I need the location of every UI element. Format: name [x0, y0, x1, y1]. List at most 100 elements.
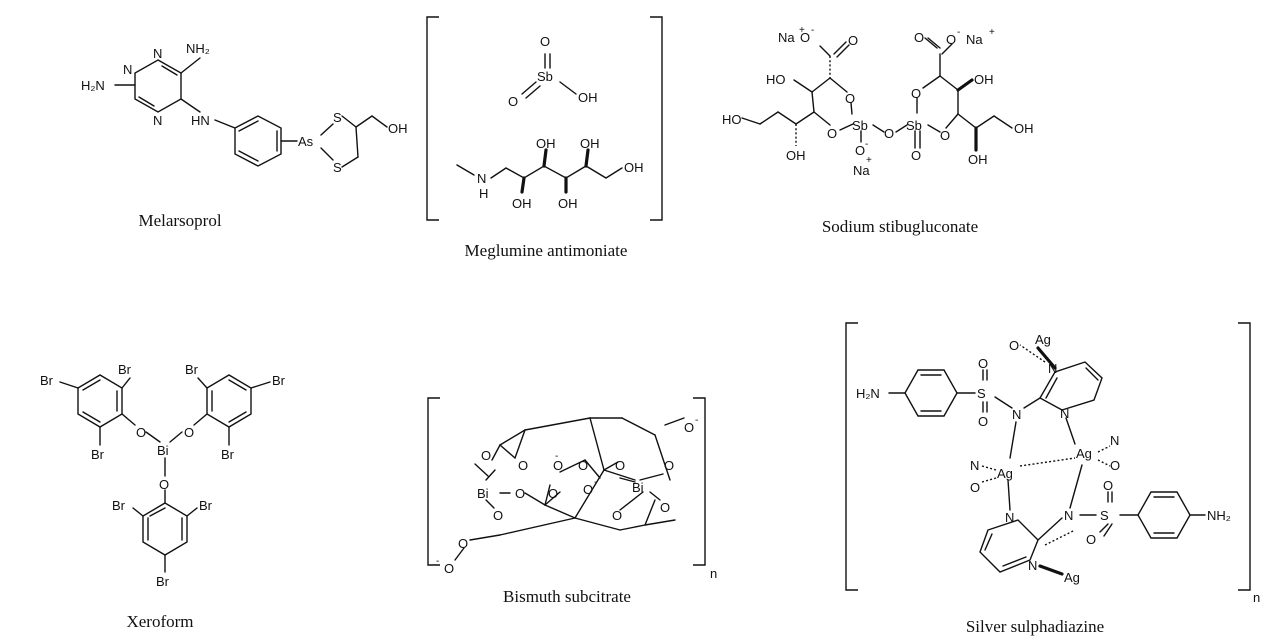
bromine-label: Br [185, 362, 199, 377]
antimony-label: Sb [906, 118, 922, 133]
oxygen-label: O [978, 414, 988, 429]
sodium-label: Na [966, 32, 983, 47]
meglumine-antimoniate-structure: O Sb O OH N H OH OH OH OH OH Meglumine a… [426, 16, 663, 260]
charge-minus: - [957, 27, 960, 38]
oxygen-label: O [884, 126, 894, 141]
bromine-label: Br [118, 362, 132, 377]
oxygen-label: O [848, 33, 858, 48]
nitrogen-label: N [153, 46, 162, 61]
bismuth-subcitrate-structure: O - O O Bi O O O - O O O - O Bi O O O O … [427, 397, 717, 606]
hydroxyl-label: OH [968, 152, 988, 167]
compound-name-xeroform: Xeroform [126, 612, 193, 631]
oxygen-label: O [518, 458, 528, 473]
bromine-label: Br [40, 373, 54, 388]
hydroxyl-label: OH [388, 121, 408, 136]
hydroxyl-label: OH [558, 196, 578, 211]
oxygen-label: O [684, 420, 694, 435]
oxygen-label: O [800, 30, 810, 45]
amine-label: H₂N [81, 78, 105, 93]
hydroxyl-label: HO [766, 72, 786, 87]
compound-name-meglumine-antimoniate: Meglumine antimoniate [465, 241, 628, 260]
oxygen-label: O [978, 356, 988, 371]
nitrogen-label: N [477, 171, 486, 186]
oxygen-label: O [827, 126, 837, 141]
nitrogen-label: N [1060, 406, 1069, 421]
nitrogen-label: N [1064, 508, 1073, 523]
charge-plus: + [866, 155, 872, 166]
oxygen-label: O [481, 448, 491, 463]
oxygen-label: O [1009, 338, 1019, 353]
sodium-label: Na [853, 163, 870, 178]
amine-label: NH₂ [1207, 508, 1231, 523]
hydroxyl-label: OH [580, 136, 600, 151]
nitrogen-label: N [970, 458, 979, 473]
nitrogen-label: N [123, 62, 132, 77]
sodium-stibugluconate-structure: Na + O - O HO O O Sb O - + Na O Sb O O O… [722, 25, 1034, 236]
oxygen-label: O [136, 425, 146, 440]
hydrogen-label: H [479, 186, 488, 201]
hydroxyl-label: OH [1014, 121, 1034, 136]
antimony-label: Sb [537, 69, 553, 84]
silver-label: Ag [1035, 332, 1051, 347]
sulfur-label: S [977, 386, 986, 401]
oxygen-label: O [664, 458, 674, 473]
bromine-label: Br [112, 498, 126, 513]
oxygen-label: O [515, 486, 525, 501]
charge-minus: - [594, 477, 597, 488]
bromine-label: Br [272, 373, 286, 388]
silver-label: Ag [1064, 570, 1080, 585]
oxygen-label: O [578, 458, 588, 473]
bromine-label: Br [91, 447, 105, 462]
hydroxyl-label: OH [624, 160, 644, 175]
sulfur-label: S [333, 160, 342, 175]
bromine-label: Br [199, 498, 213, 513]
silver-label: Ag [1076, 446, 1092, 461]
oxygen-label: O [615, 458, 625, 473]
oxygen-label: O [159, 477, 169, 492]
arsenic-label: As [298, 134, 314, 149]
charge-minus: - [436, 556, 439, 567]
hydroxyl-label: OH [974, 72, 994, 87]
oxygen-label: O [914, 30, 924, 45]
hydroxyl-label: OH [786, 148, 806, 163]
oxygen-label: O [970, 480, 980, 495]
oxygen-label: O [660, 500, 670, 515]
nitrogen-label: N [1028, 558, 1037, 573]
oxygen-label: O [583, 482, 593, 497]
bismuth-label: Bi [632, 480, 644, 495]
hydroxyl-label: OH [536, 136, 556, 151]
amine-label: NH₂ [186, 41, 210, 56]
oxygen-label: O [508, 94, 518, 109]
oxygen-label: O [553, 458, 563, 473]
oxygen-label: O [1103, 478, 1113, 493]
silver-sulphadiazine-structure: H₂N S O O N N N Ag O Ag N O Ag N O N N N… [845, 322, 1260, 636]
bismuth-label: Bi [477, 486, 489, 501]
hydroxyl-label: OH [512, 196, 532, 211]
nitrogen-label: N [1012, 407, 1021, 422]
amine-label: H₂N [856, 386, 880, 401]
charge-plus: + [799, 25, 805, 36]
antimony-label: Sb [852, 118, 868, 133]
nitrogen-label: N [153, 113, 162, 128]
oxygen-label: O [493, 508, 503, 523]
hydroxyl-label: HO [722, 112, 742, 127]
bromine-label: Br [221, 447, 235, 462]
oxygen-label: O [548, 486, 558, 501]
oxygen-label: O [184, 425, 194, 440]
oxygen-label: O [940, 128, 950, 143]
compound-name-bismuth-subcitrate: Bismuth subcitrate [503, 587, 631, 606]
charge-minus: - [555, 451, 558, 462]
sulfur-label: S [333, 110, 342, 125]
xeroform-structure: Br Br Br O Bi O Br Br Br O Br Br Br Xero… [40, 362, 286, 631]
charge-minus: - [811, 25, 814, 36]
sulfur-label: S [1100, 508, 1109, 523]
bromine-label: Br [156, 574, 170, 589]
bismuth-label: Bi [157, 443, 169, 458]
nitrogen-label: N [1110, 433, 1119, 448]
compound-name-melarsoprol: Melarsoprol [138, 211, 221, 230]
charge-plus: + [989, 27, 995, 38]
repeat-unit-n: n [710, 566, 717, 581]
sodium-label: Na [778, 30, 795, 45]
